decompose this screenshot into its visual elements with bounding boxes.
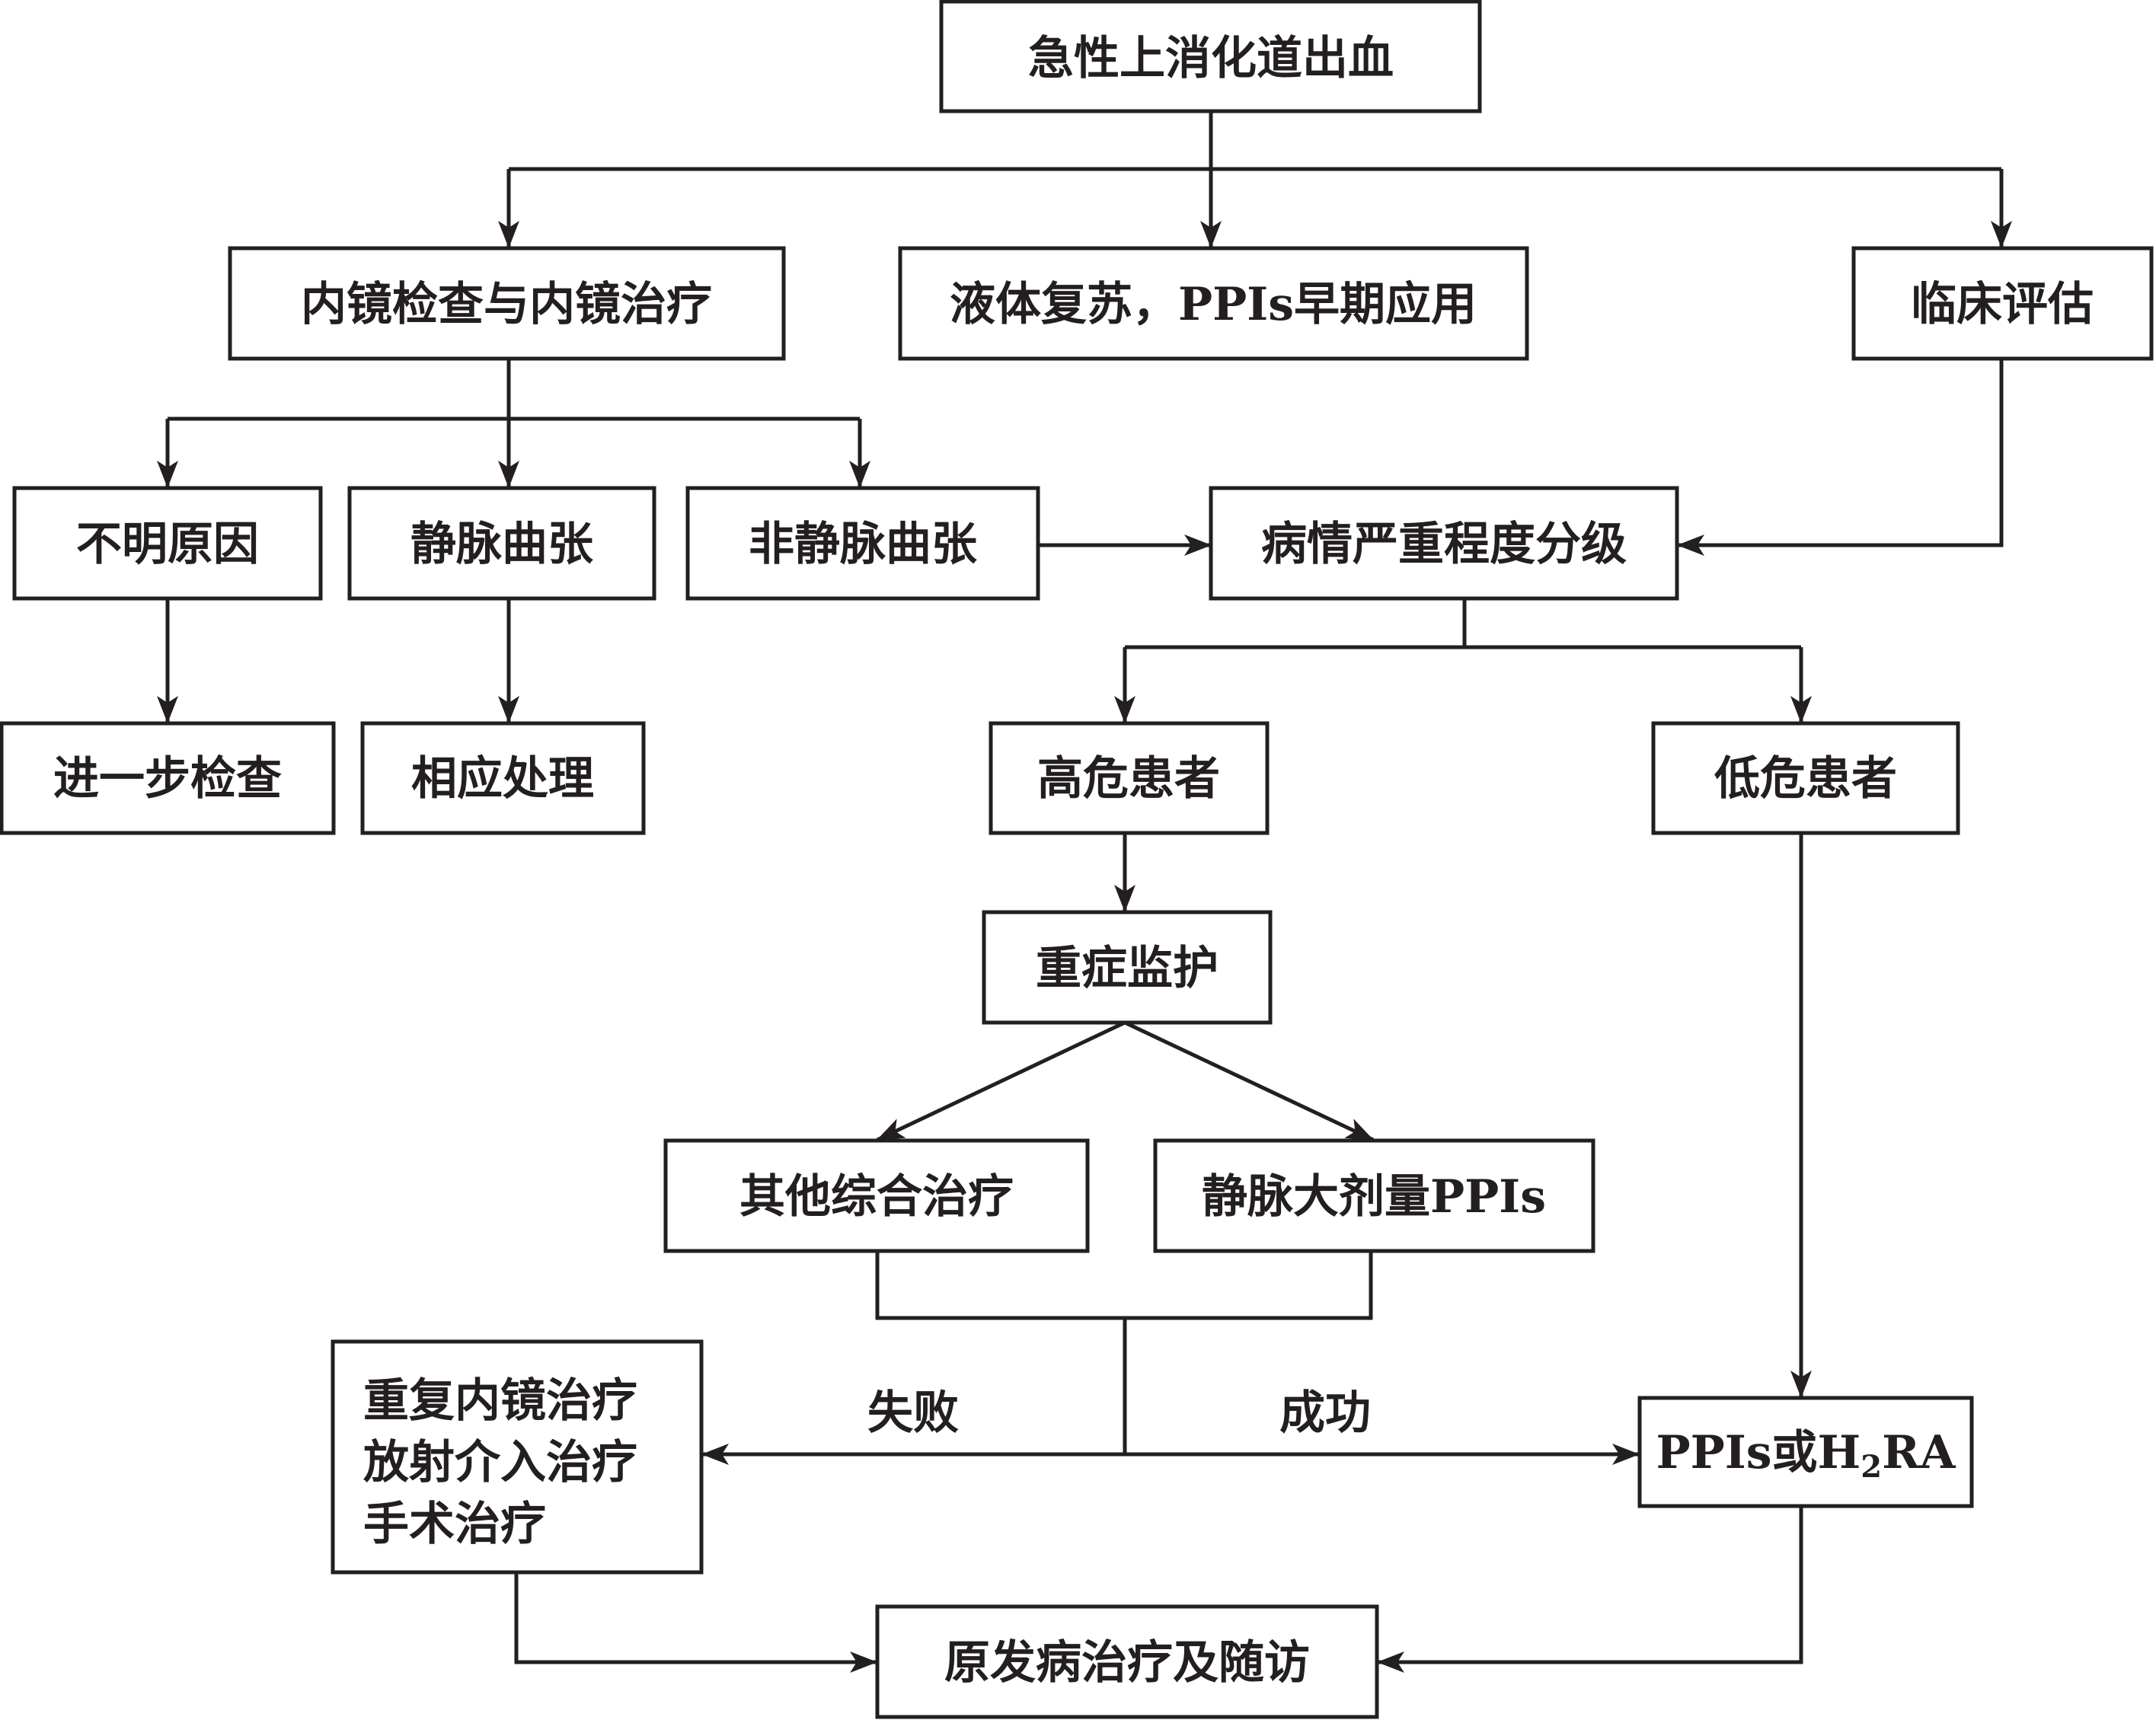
node-low-risk: 低危患者 [1651, 721, 1960, 835]
edge-merge-bracket [875, 1251, 1373, 1320]
node-acute-ugib: 急性上消化道出血 [939, 0, 1482, 113]
node-intensive-care: 重症监护 [982, 910, 1273, 1025]
node-ppi-or-h2ra: PPIs或H2RA [1637, 1396, 1974, 1508]
node-rescue-therapy: 重复内镜治疗 放射介入治疗 手术治疗 [331, 1339, 704, 1575]
node-primary-disease: 原发病治疗及随访 [875, 1604, 1379, 1719]
node-low-risk-label: 低危患者 [1714, 752, 1897, 806]
node-severity-grading-label: 病情严重程度分级 [1261, 518, 1627, 571]
node-rescue-line3: 手术治疗 [363, 1498, 546, 1551]
node-unknown-cause: 不明原因 [12, 486, 323, 601]
edge-label-failure: 失败 [867, 1387, 959, 1440]
node-varices-label: 静脉曲张 [410, 518, 593, 571]
node-high-risk-label: 高危患者 [1037, 752, 1220, 806]
node-high-risk: 高危患者 [989, 721, 1270, 835]
edge-label-success: 成功 [1279, 1387, 1371, 1440]
node-non-varices: 非静脉曲张 [685, 486, 1040, 601]
node-severity-grading: 病情严重程度分级 [1209, 486, 1679, 601]
node-rescue-line2: 放射介入治疗 [363, 1436, 637, 1489]
node-fluid-resuscitation: 液体复苏，PPIs早期应用 [898, 246, 1529, 361]
edge-icu-to-iv-ppi [1123, 1020, 1375, 1142]
node-further-exam-label: 进一步检查 [53, 752, 282, 806]
node-corresponding-treatment-label: 相应处理 [411, 752, 594, 806]
edges [157, 111, 2012, 1673]
node-other-comprehensive: 其他综合治疗 [663, 1138, 1090, 1253]
node-clinical-assessment: 临床评估 [1851, 246, 2154, 361]
edge-rescue-to-primary [514, 1572, 877, 1673]
node-other-comprehensive-label: 其他综合治疗 [739, 1170, 1014, 1224]
edge-clinical-to-grading [1677, 359, 2004, 556]
node-iv-high-dose-ppi-label: 静脉大剂量PPIs [1202, 1170, 1546, 1224]
node-fluid-resuscitation-label: 液体复苏，PPIs早期应用 [950, 278, 1477, 331]
node-clinical-assessment-label: 临床评估 [1911, 278, 2094, 331]
node-non-varices-label: 非静脉曲张 [749, 518, 977, 571]
node-primary-disease-label: 原发病治疗及随访 [944, 1636, 1310, 1690]
node-acute-ugib-label: 急性上消化道出血 [1028, 32, 1394, 85]
node-endoscopy: 内镜检查与内镜治疗 [228, 246, 786, 361]
node-varices: 静脉曲张 [347, 486, 656, 601]
edge-icu-to-other [876, 1020, 1126, 1142]
edge-ppi-to-primary [1377, 1506, 1803, 1673]
node-unknown-cause-label: 不明原因 [76, 518, 259, 571]
node-corresponding-treatment: 相应处理 [360, 721, 646, 835]
node-further-exam: 进一步检查 [0, 721, 336, 835]
node-iv-high-dose-ppi: 静脉大剂量PPIs [1153, 1138, 1595, 1253]
node-rescue-line1: 重复内镜治疗 [363, 1374, 637, 1428]
node-ppi-or-h2ra-label: PPIs或H2RA [1656, 1426, 1956, 1485]
node-endoscopy-label: 内镜检查与内镜治疗 [301, 278, 712, 331]
node-intensive-care-label: 重症监护 [1036, 942, 1219, 995]
